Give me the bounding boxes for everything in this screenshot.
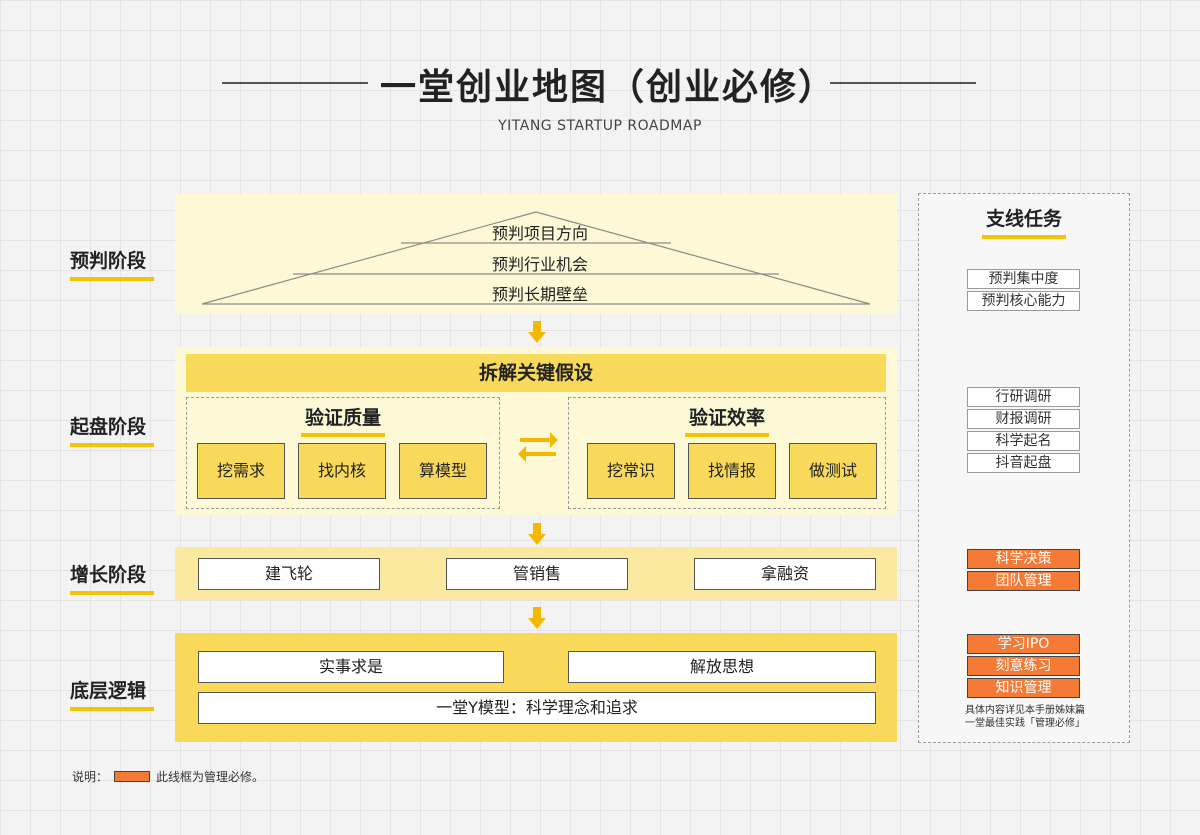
legend-text: 此线框为管理必修。 — [156, 770, 265, 784]
quality-item-find-core: 找内核 — [298, 443, 386, 499]
swap-arrows-icon — [518, 432, 558, 462]
legend-prefix: 说明： — [72, 770, 109, 784]
side-tag-concentration: 预判集中度 — [967, 269, 1080, 289]
quality-title: 验证质量 — [186, 403, 500, 437]
stage-label-text: 底层逻辑 — [70, 680, 147, 702]
stage-label-start: 起盘阶段 — [70, 412, 154, 447]
label-underline — [70, 591, 154, 595]
stage-label-text: 起盘阶段 — [70, 416, 147, 438]
side-tag-douyin: 抖音起盘 — [967, 453, 1080, 473]
legend-swatch — [114, 771, 151, 782]
predict-panel — [175, 194, 897, 314]
stage-label-text: 增长阶段 — [70, 564, 147, 586]
growth-item-funding: 拿融资 — [694, 558, 876, 590]
pyramid-tier-3: 预判长期壁垒 — [491, 285, 588, 304]
stage-label-growth: 增长阶段 — [70, 560, 154, 595]
page-title: 一堂创业地图（创业必修） — [380, 67, 837, 108]
side-quests-title: 支线任务 — [918, 204, 1130, 239]
title-rule-left — [222, 82, 368, 84]
side-note-line1: 具体内容详见本手册姊妹篇 — [965, 705, 1085, 716]
base-panel — [175, 633, 897, 742]
label-underline — [70, 707, 154, 711]
stage-label-base: 底层逻辑 — [70, 676, 154, 711]
side-tag-ipo: 学习IPO — [967, 634, 1080, 654]
side-tag-decision: 科学决策 — [967, 549, 1080, 569]
efficiency-title-text: 验证效率 — [688, 407, 765, 429]
title-rule-right — [830, 82, 976, 84]
quality-title-text: 验证质量 — [304, 407, 381, 429]
base-item-y-model: 一堂Y模型：科学理念和追求 — [198, 692, 876, 724]
quality-item-calc-model: 算模型 — [399, 443, 487, 499]
side-tag-naming: 科学起名 — [967, 431, 1080, 451]
side-tag-team: 团队管理 — [967, 571, 1080, 591]
quality-group — [186, 397, 500, 509]
title-underline — [982, 235, 1066, 239]
side-quests-title-text: 支线任务 — [985, 208, 1062, 230]
side-tag-practice: 刻意练习 — [967, 656, 1080, 676]
pyramid-outline — [201, 211, 871, 305]
pyramid-tier-1: 预判项目方向 — [491, 224, 588, 243]
hypothesis-banner: 拆解关键假设 — [186, 354, 886, 392]
down-arrow-icon — [528, 523, 546, 545]
label-underline — [70, 443, 154, 447]
legend: 说明： 此线框为管理必修。 — [72, 768, 264, 785]
side-tag-industry-research: 行研调研 — [967, 387, 1080, 407]
base-item-seek-truth: 实事求是 — [198, 651, 504, 683]
side-note-line2: 一堂最佳实践「管理必修」 — [965, 718, 1085, 729]
efficiency-item-find-intel: 找情报 — [688, 443, 776, 499]
down-arrow-icon — [528, 607, 546, 629]
efficiency-group — [568, 397, 886, 509]
efficiency-item-do-test: 做测试 — [789, 443, 877, 499]
stage-label-text: 预判阶段 — [70, 250, 147, 272]
stage-label-predict: 预判阶段 — [70, 246, 154, 281]
side-tag-core-capability: 预判核心能力 — [967, 291, 1080, 311]
growth-item-sales: 管销售 — [446, 558, 628, 590]
pyramid-tier-2: 预判行业机会 — [491, 255, 588, 274]
efficiency-title: 验证效率 — [568, 403, 886, 437]
page-subtitle: YITANG STARTUP ROADMAP — [498, 118, 702, 134]
title-underline — [301, 433, 385, 437]
growth-item-flywheel: 建飞轮 — [198, 558, 380, 590]
efficiency-item-dig-common: 挖常识 — [587, 443, 675, 499]
quality-item-dig-demand: 挖需求 — [197, 443, 285, 499]
base-item-free-mind: 解放思想 — [568, 651, 876, 683]
title-underline — [685, 433, 769, 437]
down-arrow-icon — [528, 321, 546, 343]
side-tag-financial-research: 财报调研 — [967, 409, 1080, 429]
side-tag-knowledge: 知识管理 — [967, 678, 1080, 698]
label-underline — [70, 277, 154, 281]
